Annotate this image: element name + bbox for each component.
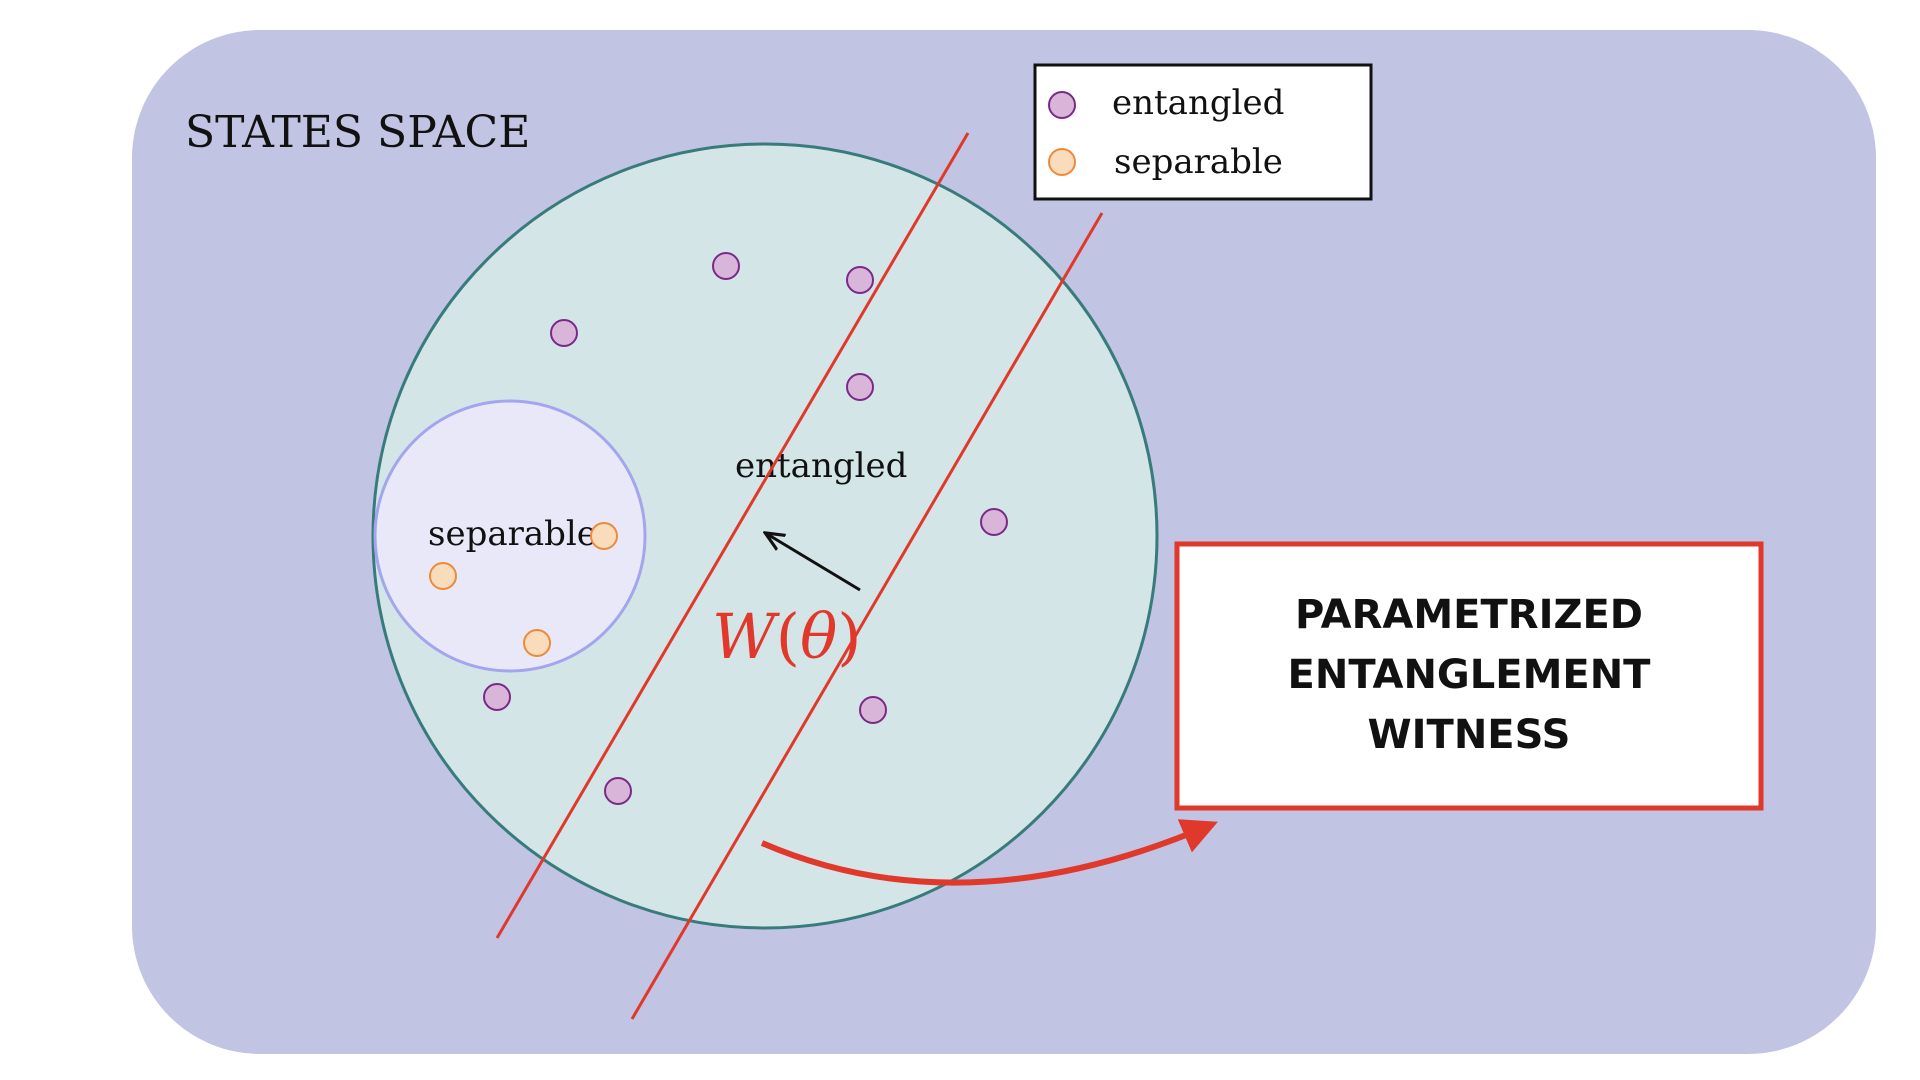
- witness-line-left: [495, 132, 970, 939]
- separable-region: [373, 399, 647, 673]
- entangled-point: [846, 373, 874, 401]
- states-space-label: STATES SPACE: [185, 107, 530, 158]
- witness-label: W(θ): [712, 600, 861, 673]
- legend: entangled separable: [1033, 63, 1373, 201]
- entangled-point: [483, 683, 511, 711]
- entangled-point: [550, 319, 578, 347]
- separable-point: [523, 629, 551, 657]
- separable-region-label: separable: [428, 514, 597, 554]
- legend-entangled-marker: [1048, 91, 1076, 119]
- callout-line-1: PARAMETRIZED: [1295, 592, 1643, 638]
- legend-entangled-label: entangled: [1112, 83, 1284, 123]
- callout-line-3: WITNESS: [1368, 712, 1571, 758]
- callout-arrow: [760, 819, 1218, 886]
- legend-separable-marker: [1048, 148, 1076, 176]
- legend-box: [1033, 63, 1373, 201]
- entangled-point: [859, 696, 887, 724]
- legend-separable-label: separable: [1114, 142, 1283, 182]
- callout-line-2: ENTANGLEMENT: [1288, 652, 1652, 698]
- separable-points: [429, 522, 618, 657]
- entangled-point: [980, 508, 1008, 536]
- entangled-point: [846, 266, 874, 294]
- callout-box: PARAMETRIZED ENTANGLEMENT WITNESS: [1174, 541, 1764, 811]
- separable-point: [590, 522, 618, 550]
- callout-box-frame: [1174, 541, 1764, 811]
- witness-direction-arrow: [767, 534, 861, 592]
- entangled-points: [483, 252, 1008, 805]
- separable-point: [429, 562, 457, 590]
- entangled-region-label: entangled: [735, 446, 907, 486]
- entangled-point: [604, 777, 632, 805]
- witness-line-right: [630, 212, 1104, 1020]
- entangled-point: [712, 252, 740, 280]
